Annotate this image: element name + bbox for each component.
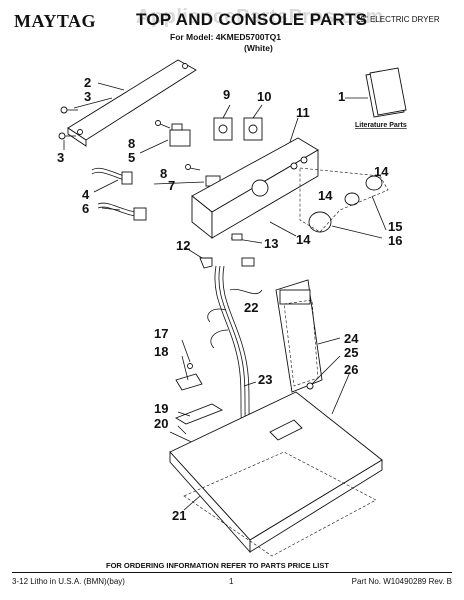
- callout-14: 14: [374, 164, 389, 179]
- lint-screen: [275, 279, 323, 393]
- callout-2: 2: [84, 75, 91, 90]
- callout-12: 12: [176, 238, 190, 253]
- callout-11: 11: [296, 105, 310, 120]
- callout-17: 17: [154, 326, 168, 341]
- console-bracket: [67, 59, 197, 147]
- wire-harness: [91, 167, 147, 221]
- callout-3: 3: [84, 89, 91, 104]
- callout-19: 19: [154, 401, 168, 416]
- console-panel: [191, 137, 319, 239]
- page-title: TOP AND CONSOLE PARTS: [136, 10, 368, 29]
- callout-16: 16: [388, 233, 402, 248]
- for-model: For Model: 4KMED5700TQ1: [170, 32, 281, 42]
- callout-9: 9: [223, 87, 230, 102]
- callout-6: 6: [82, 201, 89, 216]
- screw: [155, 120, 201, 171]
- callout-24: 24: [344, 331, 359, 346]
- footer-divider: [12, 572, 452, 573]
- dryer-top: [169, 391, 383, 554]
- part-number: Part No. W10490289 Rev. B: [351, 577, 452, 586]
- literature-booklet: [345, 67, 407, 118]
- callout-8: 8: [128, 136, 135, 151]
- page-number: 1: [229, 577, 234, 586]
- callout-4: 4: [82, 187, 90, 202]
- ground-clip: [199, 257, 213, 269]
- model-note: 29" ELECTRIC DRYER: [356, 15, 440, 24]
- hinge-bracket: [175, 363, 203, 391]
- watermark: AppliancePartsPros.com: [136, 6, 384, 28]
- callout-23: 23: [258, 372, 272, 387]
- callout-20: 20: [154, 416, 168, 431]
- callout-14: 14: [296, 232, 311, 247]
- callout-25: 25: [344, 345, 358, 360]
- callout-13: 13: [264, 236, 278, 251]
- callout-15: 15: [388, 219, 402, 234]
- callout-14: 14: [318, 188, 333, 203]
- control-knob: [299, 167, 389, 233]
- callout-26: 26: [344, 362, 358, 377]
- callout-18: 18: [154, 344, 168, 359]
- callout-3: 3: [57, 150, 64, 165]
- ordering-note: FOR ORDERING INFORMATION REFER TO PARTS …: [106, 561, 329, 570]
- litho-note: 3-12 Litho in U.S.A. (BMN)(bay): [12, 577, 125, 586]
- callout-10: 10: [257, 89, 271, 104]
- model-color: (White): [244, 43, 273, 53]
- brand-logo: MAYTAG: [14, 11, 97, 31]
- console-label: [231, 233, 243, 241]
- screw: [58, 106, 78, 140]
- callout-7: 7: [168, 178, 175, 193]
- leader-lines: [63, 82, 387, 511]
- screw: [306, 382, 314, 390]
- callout-1: 1: [338, 89, 345, 104]
- push-to-start-switch: [169, 123, 191, 147]
- callout-21: 21: [172, 508, 186, 523]
- callout-5: 5: [128, 150, 135, 165]
- callout-labels: 1 2 3 3 4 5 6 7 8 8 9 10 11 12 13 14 14 …: [57, 75, 402, 523]
- literature-label: Literature Parts: [355, 122, 407, 129]
- control-switch: [213, 117, 263, 141]
- top-brace: [174, 403, 224, 425]
- callout-22: 22: [244, 300, 258, 315]
- top-seal: [183, 451, 377, 557]
- callout-8: 8: [160, 166, 167, 181]
